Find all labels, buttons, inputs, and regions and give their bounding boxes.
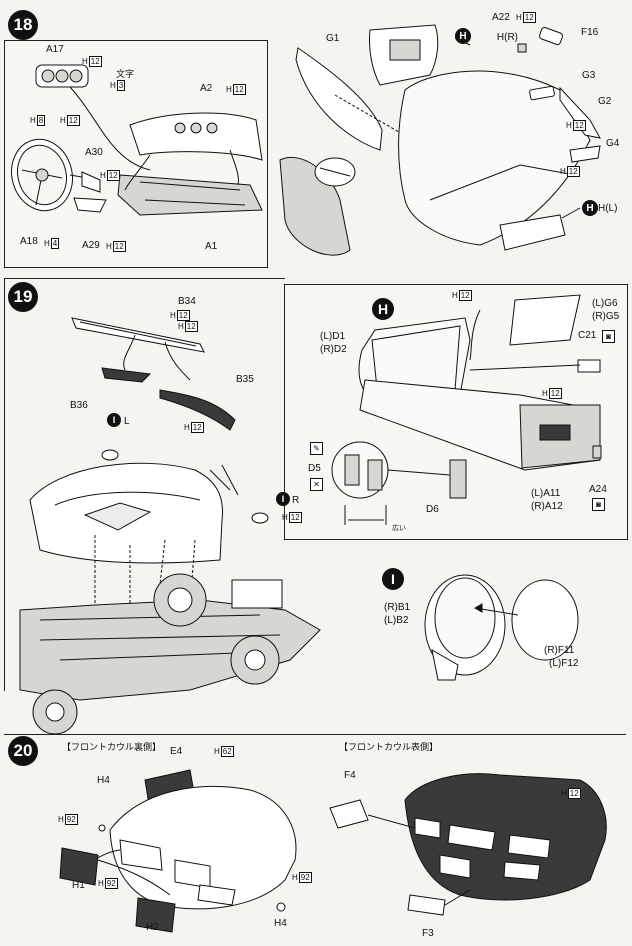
label-a30: A30	[85, 147, 103, 158]
label-a22: A22	[492, 12, 510, 23]
label-la11: (L)A11	[531, 488, 561, 499]
label-ld1: (L)D1	[320, 331, 346, 342]
label-ra12: (R)A12	[531, 501, 563, 512]
cement-icon: ✎	[310, 442, 323, 455]
label-a2: A2	[200, 83, 213, 94]
step-20-badge: 20	[8, 736, 38, 766]
label-g4: G4	[606, 138, 620, 149]
label-gap-note: 広い	[392, 524, 406, 532]
callout-h-left: H	[582, 200, 598, 216]
section-title-back: 【フロントカウル裏側】	[62, 743, 162, 753]
label-d5: D5	[308, 463, 321, 474]
label-a18: A18	[20, 236, 38, 247]
label-h-l: H(L)	[598, 203, 618, 214]
label-a24: A24	[589, 484, 607, 495]
callout-i-left: I	[107, 413, 121, 427]
label-i-l: L	[124, 416, 130, 427]
label-f16: F16	[581, 27, 599, 38]
cement-icon: ✕	[310, 478, 323, 491]
callout-h-door: H	[372, 298, 394, 320]
label-a17: A17	[46, 44, 64, 55]
label-g2: G2	[598, 96, 612, 107]
label-rb1: (R)B1	[384, 602, 411, 613]
label-e4: E4	[170, 746, 183, 757]
label-b36: B36	[70, 400, 88, 411]
label-lg6: (L)G6	[592, 298, 618, 309]
label-g3: G3	[582, 70, 596, 81]
label-h1: H1	[72, 880, 85, 891]
label-h-r: H(R)	[496, 32, 518, 43]
label-h4-bottom: H4	[274, 918, 287, 929]
step-19-badge: 19	[8, 282, 38, 312]
label-b34: B34	[178, 296, 196, 307]
label-rd2: (R)D2	[320, 344, 347, 355]
callout-i-mirror: I	[382, 568, 404, 590]
label-lf12: (L)F12	[549, 658, 579, 669]
label-rf11: (R)F11	[544, 645, 575, 656]
callout-h-right: H	[455, 28, 471, 44]
step-18-badge: 18	[8, 10, 38, 40]
label-a1: A1	[205, 241, 218, 252]
label-f3: F3	[422, 928, 434, 939]
label-d6: D6	[426, 504, 439, 515]
label-c21: C21	[578, 330, 597, 341]
step-19-frame	[4, 278, 285, 691]
label-rg5: (R)G5	[592, 311, 620, 322]
section-title-front: 【フロントカウル表側】	[339, 743, 439, 753]
step-18-drawing	[11, 24, 601, 256]
label-g1: G1	[326, 33, 340, 44]
label-h4-top: H4	[97, 775, 110, 786]
label-h2: H2	[146, 922, 159, 933]
label-a29: A29	[82, 240, 100, 251]
label-i-r: R	[292, 495, 300, 506]
label-moji: 文字	[116, 70, 135, 80]
step-19-drawing	[19, 294, 602, 735]
callout-i-right: I	[276, 492, 290, 506]
paint-icon: ◙	[592, 498, 605, 511]
label-f4: F4	[344, 770, 356, 781]
label-lb2: (L)B2	[384, 615, 409, 626]
step-20-frame	[4, 734, 626, 943]
label-b35: B35	[236, 374, 254, 385]
paint-icon: ◙	[602, 330, 615, 343]
